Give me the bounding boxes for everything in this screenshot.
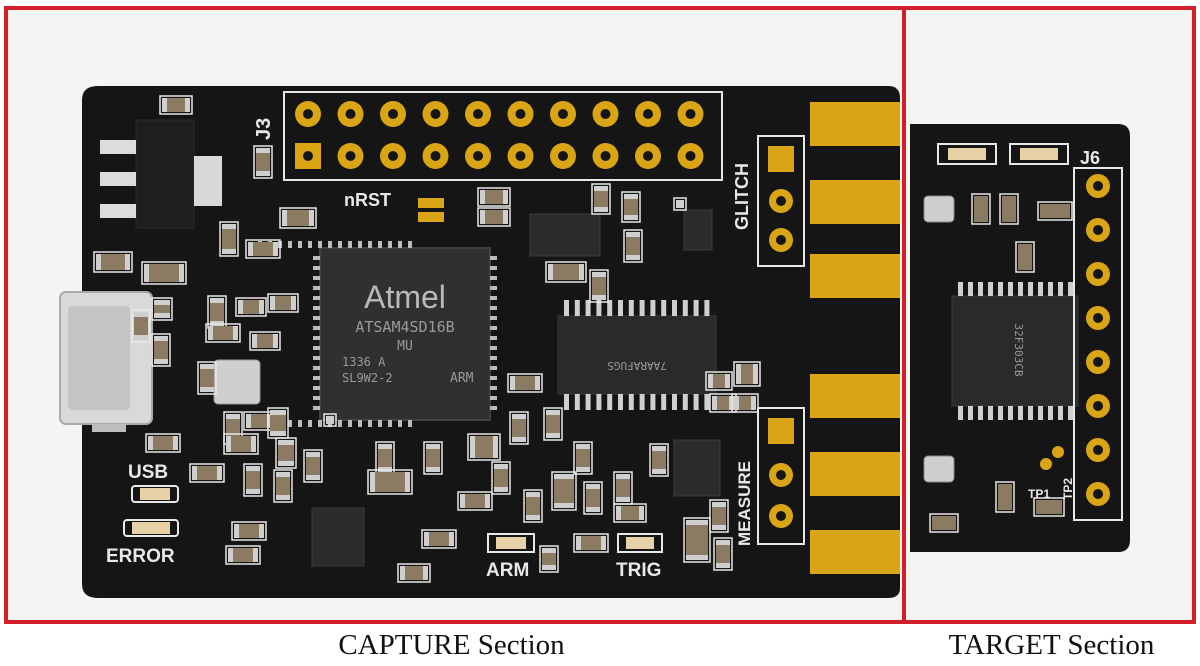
- nrst-pad: [418, 198, 444, 208]
- glitch-pin: [768, 146, 794, 172]
- mcu-chip: Atmel ATSAM4SD16B MU 1336 A SL9W2-2 ARM: [258, 241, 497, 427]
- measure-header-outline: [757, 407, 805, 545]
- svg-text:7AARAFUGS: 7AARAFUGS: [607, 359, 667, 372]
- test-point: [1040, 458, 1052, 470]
- j6-header-pins: [1086, 174, 1110, 506]
- label-j3: J3: [253, 118, 275, 140]
- nrst-pad: [418, 212, 444, 222]
- j3-outline: [283, 91, 723, 181]
- voltage-regulator: [135, 119, 195, 229]
- regulator-pin: [100, 204, 136, 218]
- tssop-chip: 7AARAFUGS: [557, 300, 717, 410]
- glitch-header-outline: [757, 135, 805, 267]
- usb-led-outline: [131, 485, 179, 503]
- target-crystal: [923, 455, 955, 483]
- measure-pin: [768, 418, 794, 444]
- edge-connector-pads: [810, 102, 900, 574]
- target-led: [948, 148, 986, 160]
- target-section-frame: [902, 6, 1196, 624]
- usb-led: [140, 488, 170, 500]
- error-led: [132, 522, 170, 534]
- mcu-date-code: 1336 A: [342, 355, 386, 369]
- error-led-outline: [123, 519, 179, 537]
- target-mcu-chip: [951, 295, 1079, 407]
- target-led-outline: [937, 143, 997, 165]
- regulator-tab: [194, 156, 222, 206]
- j6-outline: [1073, 167, 1123, 521]
- label-glitch: GLITCH: [732, 163, 752, 230]
- label-j6: J6: [1080, 148, 1100, 168]
- label-nrst: nRST: [344, 190, 391, 210]
- mcu-part-number: ATSAM4SD16B: [355, 318, 454, 336]
- usb-shield-tab: [92, 424, 126, 432]
- label-arm: ARM: [486, 560, 529, 581]
- qfn-chip: [311, 507, 365, 567]
- label-trig: TRIG: [616, 560, 661, 581]
- trig-led: [626, 537, 654, 549]
- arm-led: [496, 537, 526, 549]
- capture-section-caption: CAPTURE Section: [338, 629, 565, 661]
- label-error: ERROR: [106, 546, 175, 567]
- svg-text:32F303CB: 32F303CB: [1012, 324, 1025, 377]
- label-tp1: TP1: [1028, 487, 1050, 501]
- trig-led-outline: [617, 533, 663, 553]
- label-measure: MEASURE: [735, 461, 754, 546]
- label-tp2: TP2: [1061, 478, 1075, 500]
- small-chip: [529, 213, 601, 257]
- target-section-caption: TARGET Section: [948, 629, 1155, 661]
- j3-header-pins: [295, 101, 704, 169]
- small-chip: [673, 439, 721, 497]
- passive-components: [93, 95, 761, 583]
- mcu-core-label: ARM: [450, 371, 474, 386]
- label-usb: USB: [128, 462, 168, 483]
- regulator-pin: [100, 140, 136, 154]
- usb-port-inner: [68, 306, 130, 410]
- mcu-lot-code: SL9W2-2: [342, 371, 393, 385]
- regulator-pin: [100, 172, 136, 186]
- mcu-suffix: MU: [397, 339, 413, 354]
- test-point: [1052, 446, 1064, 458]
- target-crystal: [923, 195, 955, 223]
- target-led: [1020, 148, 1058, 160]
- target-led-outline: [1009, 143, 1069, 165]
- crystal: [213, 359, 261, 405]
- transistor: [683, 209, 713, 251]
- arm-led-outline: [487, 533, 535, 553]
- mcu-logo: Atmel: [364, 279, 446, 315]
